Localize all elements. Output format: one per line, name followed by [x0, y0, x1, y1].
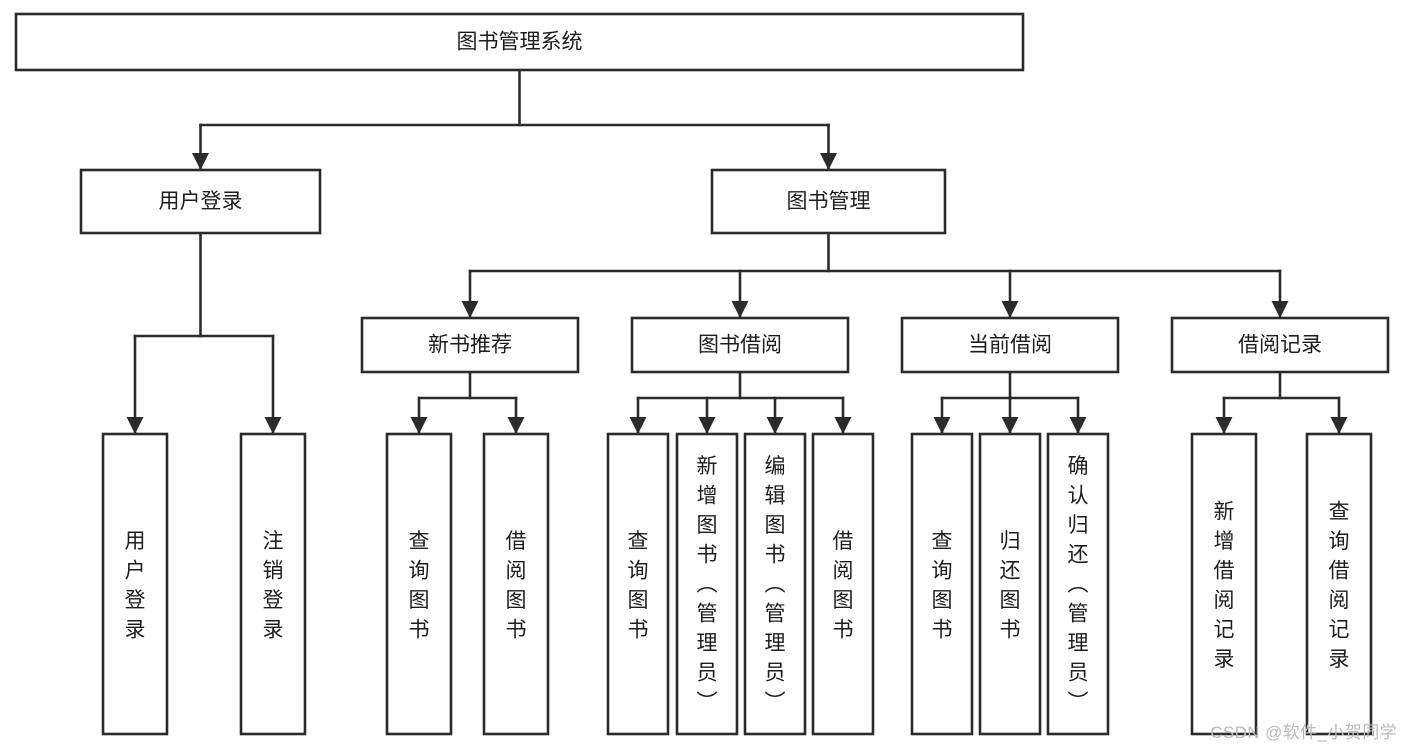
node-leaf-edit-book-admin[interactable]: 编辑图书︵管理员︶	[743, 432, 807, 736]
node-box	[360, 316, 580, 374]
node-box	[743, 432, 807, 736]
arrow-head-icon	[1069, 417, 1087, 434]
node-box	[978, 432, 1042, 736]
node-box	[630, 316, 850, 374]
node-leaf-query-book-current[interactable]: 查询图书	[910, 432, 974, 736]
node-user-login[interactable]: 用户登录	[79, 168, 322, 235]
arrow-head-icon	[629, 417, 647, 434]
arrow-head-icon	[192, 153, 209, 170]
arrow-head-icon	[1215, 417, 1233, 434]
arrow-head-icon	[264, 417, 282, 434]
node-label: 当前借阅	[968, 334, 1052, 357]
node-label: 查询图书	[932, 530, 953, 642]
node-book-manage[interactable]: 图书管理	[710, 168, 947, 235]
node-leaf-borrow-book[interactable]: 借阅图书	[811, 432, 875, 736]
node-leaf-logout[interactable]: 注销登录	[239, 432, 307, 736]
node-label: 新增借阅记录	[1214, 501, 1235, 672]
node-box	[606, 432, 670, 736]
node-box	[710, 168, 947, 235]
arrow-head-icon	[1330, 417, 1348, 434]
arrow-head-icon	[126, 417, 144, 434]
node-label: 确认归还︵管理员︶	[1068, 455, 1089, 714]
node-label: 借阅记录	[1238, 334, 1322, 357]
node-box	[239, 432, 307, 736]
node-label: 归还图书	[1000, 530, 1021, 642]
node-box	[1046, 432, 1110, 736]
node-label: 新增图书︵管理员︶	[697, 455, 718, 714]
node-box	[811, 432, 875, 736]
node-leaf-user-login[interactable]: 用户登录	[101, 432, 169, 736]
node-box	[101, 432, 169, 736]
arrow-head-icon	[731, 301, 749, 318]
node-current-borrow[interactable]: 当前借阅	[900, 316, 1120, 374]
arrow-head-icon	[933, 417, 951, 434]
node-box	[14, 12, 1025, 72]
node-label: 用户登录	[159, 190, 243, 213]
arrow-head-icon	[507, 417, 525, 434]
node-box	[482, 432, 550, 736]
node-label: 图书管理	[787, 190, 871, 213]
node-box	[79, 168, 322, 235]
node-leaf-confirm-return-admin[interactable]: 确认归还︵管理员︶	[1046, 432, 1110, 736]
node-label: 图书管理系统	[457, 31, 583, 54]
node-leaf-add-borrow-record[interactable]: 新增借阅记录	[1190, 432, 1258, 736]
node-leaf-add-book-admin[interactable]: 新增图书︵管理员︶	[675, 432, 739, 736]
node-leaf-return-book[interactable]: 归还图书	[978, 432, 1042, 736]
node-box	[385, 432, 453, 736]
node-label: 注销登录	[263, 530, 284, 642]
node-box	[1305, 432, 1373, 736]
arrow-head-icon	[1001, 417, 1019, 434]
node-leaf-query-book-borrow[interactable]: 查询图书	[606, 432, 670, 736]
node-label: 借阅图书	[506, 530, 527, 642]
arrow-head-icon	[766, 417, 784, 434]
watermark-text: CSDN @软件_小贺同学	[1210, 723, 1397, 742]
arrow-head-icon	[1271, 301, 1289, 318]
node-label: 借阅图书	[833, 530, 854, 642]
arrow-head-icon	[410, 417, 428, 434]
node-new-book-recommend[interactable]: 新书推荐	[360, 316, 580, 374]
node-label: 编辑图书︵管理员︶	[765, 455, 786, 714]
arrow-head-icon	[834, 417, 852, 434]
arrow-head-icon	[461, 301, 479, 318]
node-box	[675, 432, 739, 736]
node-label: 查询图书	[409, 530, 430, 642]
arrow-head-icon	[1001, 301, 1019, 318]
node-box	[1190, 432, 1258, 736]
node-borrow-record[interactable]: 借阅记录	[1170, 316, 1390, 374]
node-leaf-query-borrow-record[interactable]: 查询借阅记录	[1305, 432, 1373, 736]
node-label: 查询图书	[628, 530, 649, 642]
node-label: 用户登录	[125, 530, 146, 642]
node-box	[900, 316, 1120, 374]
node-box	[910, 432, 974, 736]
node-label: 新书推荐	[428, 334, 512, 357]
node-leaf-query-book-rec[interactable]: 查询图书	[385, 432, 453, 736]
node-book-borrow[interactable]: 图书借阅	[630, 316, 850, 374]
node-box	[1170, 316, 1390, 374]
node-label: 查询借阅记录	[1329, 501, 1350, 672]
arrow-head-icon	[820, 153, 837, 170]
node-leaf-borrow-book-rec[interactable]: 借阅图书	[482, 432, 550, 736]
node-label: 图书借阅	[698, 334, 782, 357]
node-root[interactable]: 图书管理系统	[14, 12, 1025, 72]
arrow-head-icon	[698, 417, 716, 434]
